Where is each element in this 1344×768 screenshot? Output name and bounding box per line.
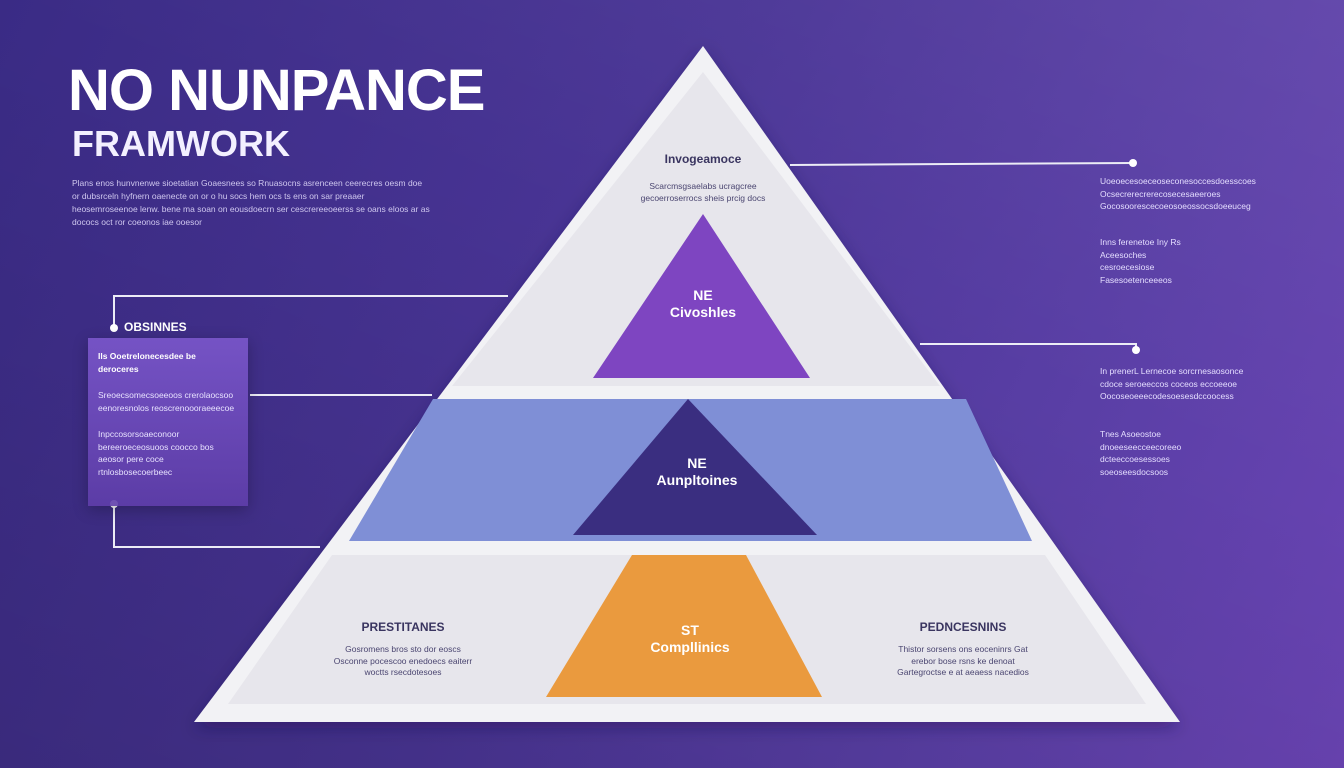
inner-triangle-top — [593, 214, 810, 378]
connector-line-top-right — [789, 162, 1134, 166]
left-callout-paragraph-2: Sreoecsomecsoeeoos crerolaocsoo eenoresn… — [98, 390, 235, 413]
connector-line-left-top — [113, 295, 508, 326]
connector-dot-left-top — [110, 324, 118, 332]
top-tier-title: Invogeamoce — [664, 152, 742, 166]
top-inner-label: NE Civoshles — [640, 287, 766, 321]
inner-triangle-middle — [573, 399, 817, 535]
bottom-inner-label: ST Compllinics — [622, 622, 758, 656]
middle-inner-line2: Aunpltoines — [656, 472, 738, 488]
right-note-4: Tnes Asoeostoe dnoeeseecceecoreeo dcteec… — [1100, 429, 1182, 477]
intro-paragraph: Plans enos hunvnenwe sioetatian Goaesnee… — [72, 178, 430, 227]
page-subtitle: FRAMWORK — [72, 123, 290, 164]
right-note-2: Inns ferenetoe Iny Rs Aceesoches cesroec… — [1100, 237, 1181, 285]
bottom-right-description: Thistor sorsens ons eoceninrs Gat erebor… — [897, 644, 1029, 677]
page-title: NO NUNPANCE — [68, 58, 485, 123]
connector-dot-top-right — [1129, 159, 1137, 167]
connector-line-left-bottom — [113, 504, 320, 548]
left-callout-label: OBSINNES — [124, 320, 187, 334]
top-inner-line1: NE — [693, 287, 713, 303]
bottom-left-title: PRESTITANES — [361, 620, 445, 634]
top-inner-line2: Civoshles — [669, 304, 737, 320]
bottom-left-description: Gosromens bros sto dor eoscs Osconne poc… — [333, 644, 473, 677]
middle-inner-line1: NE — [687, 455, 707, 471]
bottom-right-title: PEDNCESNINS — [919, 620, 1007, 634]
left-callout-paragraph-1: Ils Ooetrelonecesdee be deroceres — [98, 351, 196, 374]
bottom-inner-line2: Compllinics — [650, 639, 730, 655]
left-callout-paragraph-3: Inpccosorsoaeconoor bereeroeceosuoos coo… — [98, 429, 214, 477]
right-note-1: Uoeoecesoeceoseconesoccesdoesscoes Ocsec… — [1100, 176, 1256, 211]
connector-dot-mid-right — [1132, 346, 1140, 354]
right-note-3: In prenerL Lernecoe sorcrnesaosonce cdoc… — [1100, 366, 1244, 401]
top-tier-description: Scarcmsgsaelabs ucragcree gecoerroserroc… — [640, 181, 766, 203]
inner-trapezoid-bottom — [546, 555, 822, 697]
middle-inner-label: NE Aunpltoines — [632, 455, 762, 489]
connector-line-mid-right — [920, 343, 1137, 350]
bottom-inner-line1: ST — [681, 622, 699, 638]
left-callout-box: Ils Ooetrelonecesdee be deroceres Sreoec… — [88, 338, 248, 506]
